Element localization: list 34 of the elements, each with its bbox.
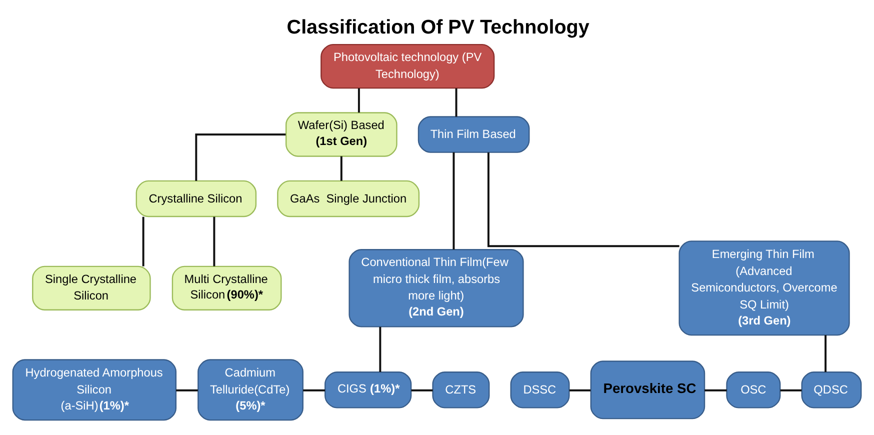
diagram-title: Classification Of PV Technology — [286, 16, 590, 39]
connector — [358, 88, 360, 113]
node-box: Hydrogenated Amorphous Silicon (a-SiH)(1%)* — [12, 359, 176, 421]
node-box: CIGS (1%)* — [324, 372, 412, 408]
connector — [213, 216, 216, 266]
node-box: Perovskite SC — [590, 360, 706, 420]
connector — [303, 389, 326, 392]
connector — [411, 389, 433, 392]
connector — [569, 389, 591, 392]
node-box: Conventional Thin Film(Few micro thick film, absorbs more light) (2nd Gen) — [348, 249, 524, 328]
connector — [704, 389, 727, 392]
node-box: Photovoltaic technology (PV Technology) — [320, 44, 495, 89]
connector — [176, 389, 198, 392]
connector — [455, 88, 458, 117]
connector — [780, 389, 802, 392]
node-box: GaAs Single Junction — [277, 180, 420, 218]
connector — [487, 152, 680, 248]
node-box: Thin Film Based — [418, 116, 530, 153]
connector — [195, 134, 286, 181]
connector — [340, 156, 342, 181]
node-box: OSC — [726, 372, 781, 408]
node-box: CZTS — [432, 372, 490, 408]
node-box: Single Crystalline Silicon — [32, 266, 151, 310]
connector — [452, 152, 455, 250]
connector — [824, 335, 827, 372]
node-box: DSSC — [510, 372, 570, 408]
node-box: Emerging Thin Film (Advanced Semiconductors, Overcome SQ Limit) (3rd Gen) — [678, 240, 850, 336]
node-box: Cadmium Telluride(CdTe) (5%)* — [198, 359, 304, 421]
node-box: Wafer(Si) Based (1st Gen) — [285, 112, 398, 157]
node-box: Multi Crystalline Silicon(90%)* — [172, 266, 282, 310]
node-box: Crystalline Silicon — [136, 180, 257, 218]
connector — [142, 216, 144, 266]
node-box: QDSC — [801, 372, 862, 408]
connector — [379, 326, 382, 372]
